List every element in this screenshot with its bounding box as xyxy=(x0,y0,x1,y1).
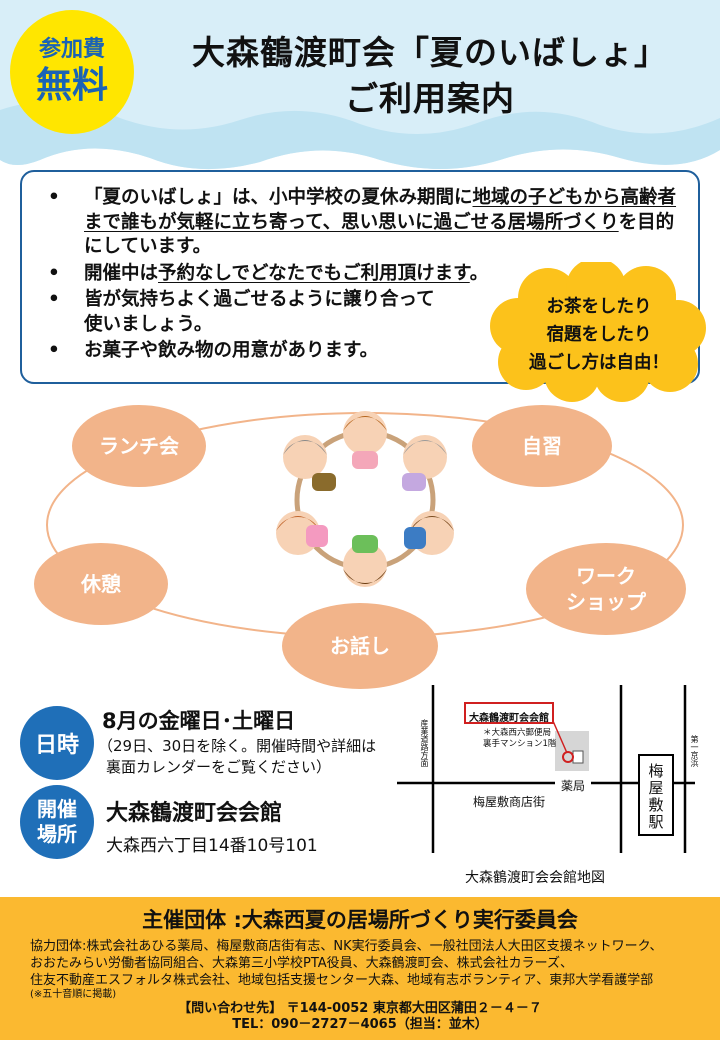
activity-rest: 休憩 xyxy=(34,543,168,625)
venue-label: 開催 場所 xyxy=(20,785,94,859)
map-station: 梅 屋 敷 駅 xyxy=(647,763,665,831)
map-station-4: 駅 xyxy=(648,813,664,831)
info-item2-c: 。 xyxy=(469,262,489,284)
venue-address: 大森西六丁目14番10号101 xyxy=(106,836,318,856)
venue-name: 大森鶴渡町会会館 xyxy=(106,801,283,826)
contact-line2: TEL：090－2727－4065（担当：並木） xyxy=(232,1017,488,1032)
activities-diagram: ランチ会 自習 休憩 ワーク ショップ お話し xyxy=(0,395,720,695)
map-road-left: 産業道路方面 xyxy=(420,719,429,767)
activity-workshop: ワーク ショップ xyxy=(526,543,686,635)
info-item3-line1: 皆が気持ちよく過ごせるように譲り合って xyxy=(84,289,435,310)
info-item-no-reservation: • 開催中は予約なしでどなたでもご利用頂けます。 xyxy=(44,262,698,287)
bullet: • xyxy=(48,187,60,208)
people-circle-illustration xyxy=(276,411,454,587)
cloud-line3: 過ごし方は自由！ xyxy=(529,353,669,373)
info-item-share: • 皆が気持ちよく過ごせるように譲り合って使いましょう。 xyxy=(44,288,698,337)
activity-study: 自習 xyxy=(472,405,612,487)
map-station-1: 梅 xyxy=(648,762,664,780)
bullet: • xyxy=(48,289,60,310)
map-annotation: ＊大森西六郵便局 裏手マンション1階 xyxy=(483,728,556,750)
free-badge: 参加費 無料 xyxy=(10,10,134,134)
map-station-2: 屋 xyxy=(648,779,664,797)
coop-note: (※五十音順に掲載) xyxy=(30,989,117,1000)
map-venue-label: 大森鶴渡町会会館 xyxy=(469,713,549,724)
map-annotation-line1: ＊大森西六郵便局 xyxy=(483,728,552,738)
datetime-note-line1: （29日、30日を除く。開催時間や詳細は xyxy=(98,737,377,755)
datetime-label: 日時 xyxy=(20,706,94,780)
title-line2: ご利用案内 xyxy=(345,79,515,118)
datetime-note: （29日、30日を除く。開催時間や詳細は 裏面カレンダーをご覧ください） xyxy=(98,736,398,778)
map-drawing xyxy=(397,685,695,853)
map-station-3: 敷 xyxy=(648,796,664,814)
organizer: 主催団体 :大森西夏の居場所づくり実行委員会 xyxy=(142,908,578,932)
map-road-right: 第一京浜 xyxy=(690,735,699,767)
cloud-line1: お茶をしたり xyxy=(546,297,652,317)
activity-talk: お話し xyxy=(282,603,438,689)
datetime-value: 8月の金曜日･土曜日 xyxy=(102,709,296,733)
venue-map: 大森鶴渡町会会館 ＊大森西六郵便局 裏手マンション1階 産業道路方面 第一京浜 … xyxy=(395,683,717,893)
coop-line2: おおたみらい労働者協同組合、大森第三小学校PTA役員、大森鶴渡町会、株式会社カラ… xyxy=(30,956,574,971)
info-item3-line2: 使いましょう。 xyxy=(84,313,213,335)
badge-free-label: 無料 xyxy=(35,65,108,106)
bullet: • xyxy=(48,262,60,284)
footer: 主催団体 :大森西夏の居場所づくり実行委員会 協力団体:株式会社あひる薬局、梅屋… xyxy=(0,897,720,1040)
info-item1-a: 「夏のいばしょ」は、小中学校の夏休み期間に xyxy=(84,187,473,208)
title-line1: 大森鶴渡町会「夏のいばしょ」 xyxy=(192,33,668,72)
info-list: • 「夏のいばしょ」は、小中学校の夏休み期間に地域の子どもから高齢者まで誰もが気… xyxy=(22,172,698,364)
page-title: 大森鶴渡町会「夏のいばしょ」 ご利用案内 xyxy=(140,30,720,122)
contact-info: 【問い合わせ先】 〒144-0052 東京都大田区蒲田２－４－７ TEL：090… xyxy=(0,1001,720,1033)
coop-line3: 住友不動産エスフォルタ株式会社、地域包括支援センター大森、地域有志ボランティア、… xyxy=(30,973,654,988)
info-item2-b: 予約なしでどなたでもご利用頂けます xyxy=(158,262,470,284)
datetime-note-line2: 裏面カレンダーをご覧ください） xyxy=(106,758,332,776)
contact-line1: 【問い合わせ先】 〒144-0052 東京都大田区蒲田２－４－７ xyxy=(178,1001,542,1016)
venue-label-line1: 開催 xyxy=(37,797,77,821)
info-item-snacks: • お菓子や飲み物の用意があります。 xyxy=(44,339,698,364)
map-pharmacy: 薬局 xyxy=(561,779,586,793)
badge-fee-label: 参加費 xyxy=(38,37,105,62)
map-annotation-line2: 裏手マンション1階 xyxy=(483,739,557,749)
map-caption: 大森鶴渡町会会館地図 xyxy=(465,870,605,886)
speech-cloud xyxy=(490,262,706,402)
info-item1-b: 地域の子どもから高齢者まで誰もが気軽に立ち寄って、思い思いに過ごせる居場所づくり xyxy=(84,187,677,233)
activity-lunch: ランチ会 xyxy=(72,405,206,487)
activity-workshop-l2: ショップ xyxy=(566,590,646,614)
activity-workshop-l1: ワーク xyxy=(576,564,636,588)
cloud-line2: 宿題をしたり xyxy=(546,325,652,345)
map-street: 梅屋敷商店街 xyxy=(473,795,546,809)
bullet: • xyxy=(48,340,60,361)
info-item4: お菓子や飲み物の用意があります。 xyxy=(84,340,379,361)
info-item-purpose: • 「夏のいばしょ」は、小中学校の夏休み期間に地域の子どもから高齢者まで誰もが気… xyxy=(44,186,698,260)
cooperating-orgs: 協力団体:株式会社あひる薬局、梅屋敷商店街有志、NK実行委員会、一般社団法人大田… xyxy=(30,938,710,1001)
venue-label-line2: 場所 xyxy=(37,822,77,846)
info-item2-a: 開催中は xyxy=(84,262,159,284)
header-background xyxy=(0,0,720,170)
info-item1-c: を目的にしています。 xyxy=(84,211,675,258)
cloud-text: お茶をしたり 宿題をしたり 過ごし方は自由！ xyxy=(488,293,710,377)
coop-line1: 協力団体:株式会社あひる薬局、梅屋敷商店街有志、NK実行委員会、一般社団法人大田… xyxy=(30,939,663,954)
